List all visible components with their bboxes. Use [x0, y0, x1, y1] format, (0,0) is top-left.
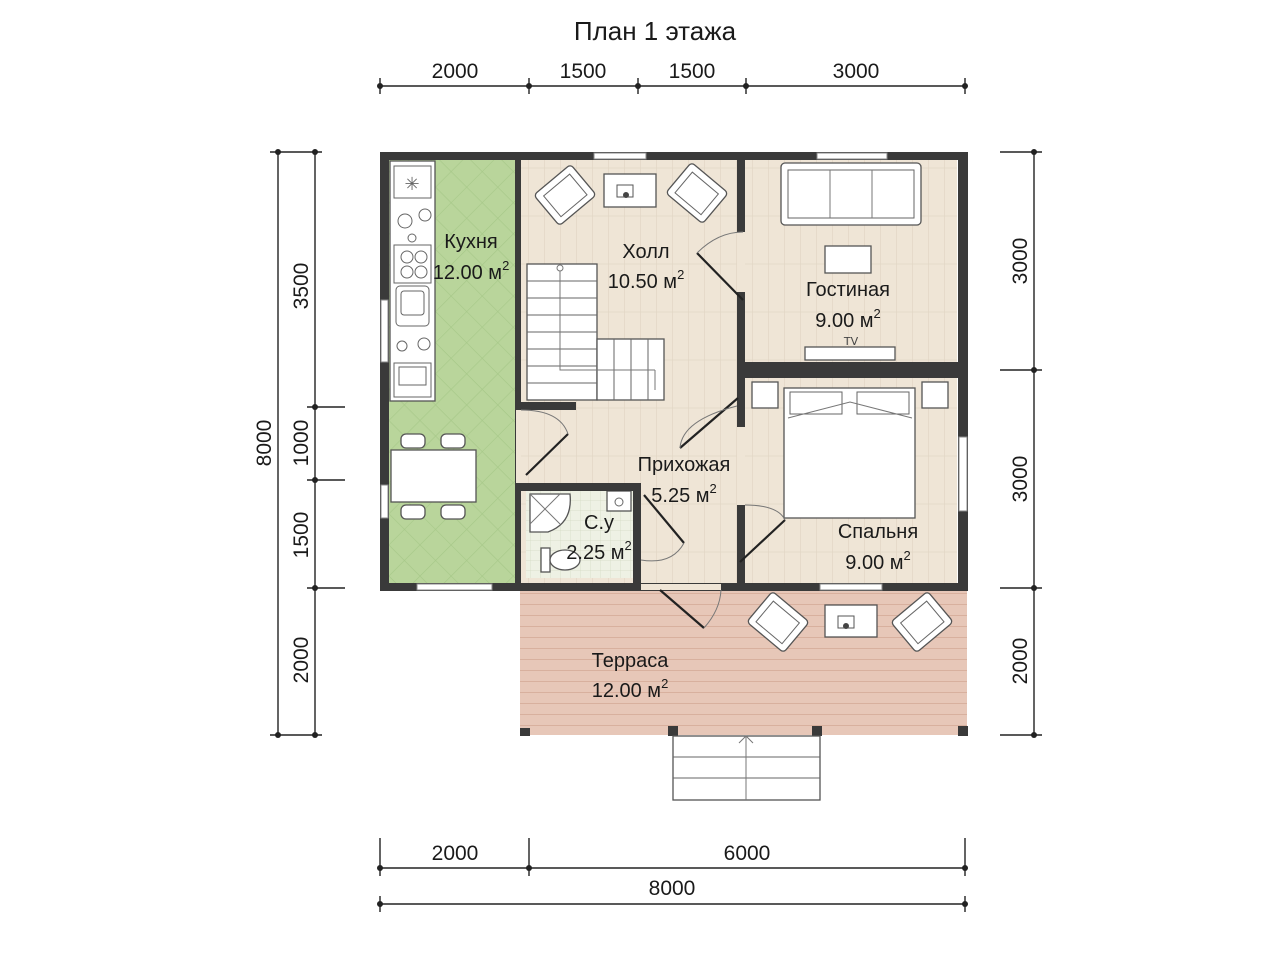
kitchen-name: Кухня [444, 231, 498, 253]
kitchen-area: 12.00 м2 [433, 258, 510, 284]
room-label-terrace: Терраса 12.00 м2 [592, 650, 670, 702]
entry-area: 5.25 м2 [651, 481, 716, 507]
bottom-segments-dimension-line: 2000 6000 [377, 838, 968, 876]
nightstand-left [751, 381, 779, 409]
room-label-bathroom: С.у 2.25 м2 [566, 512, 631, 564]
room-label-kitchen: Кухня 12.00 м2 [433, 231, 510, 284]
bathroom-name: С.у [584, 512, 614, 534]
hall-coffee-table [603, 173, 657, 208]
sink [606, 490, 632, 512]
dim-top-4: 3000 [833, 60, 880, 83]
dim-bottom-1: 2000 [432, 842, 479, 865]
dim-top-1: 2000 [432, 60, 479, 83]
dim-right-1: 3000 [1009, 238, 1032, 285]
bedroom-area: 9.00 м2 [845, 548, 910, 574]
room-label-hall: Холл 10.50 м2 [608, 241, 685, 293]
shower-cabin [529, 493, 571, 533]
hall-area: 10.50 м2 [608, 267, 685, 293]
dim-right-2: 3000 [1009, 456, 1032, 503]
doors [516, 231, 786, 629]
bedroom-name: Спальня [838, 521, 918, 543]
living-area: 9.00 м2 [815, 306, 880, 332]
sofa [780, 162, 922, 226]
bottom-total-dimension-line: 8000 [377, 877, 968, 912]
living-coffee-table [824, 245, 872, 274]
dining-table [390, 433, 477, 520]
hall-armchair-left [534, 165, 596, 225]
dim-left-4: 2000 [290, 637, 313, 684]
room-label-bedroom: Спальня 9.00 м2 [838, 521, 918, 574]
terrace-coffee-table [824, 604, 878, 638]
left-outer-dimension-line: 8000 [253, 149, 322, 738]
dim-left-2: 1000 [290, 420, 313, 467]
terrace-armchair-left [747, 592, 809, 652]
windows [380, 152, 968, 591]
svg-text:TV: TV [843, 335, 859, 348]
dim-top-3: 1500 [669, 60, 716, 83]
room-label-living: Гостиная 9.00 м2 [806, 279, 890, 332]
dim-left-3: 1500 [290, 512, 313, 559]
room-label-entry: Прихожая 5.25 м2 [638, 454, 731, 507]
plan-title: План 1 этажа [574, 16, 737, 46]
terrace-area: 12.00 м2 [592, 676, 669, 702]
terrace-floor [520, 590, 967, 735]
kitchen-counter: ✳ [389, 160, 436, 402]
living-name: Гостиная [806, 279, 890, 301]
hall-armchair-right [666, 163, 728, 223]
left-inner-dimension-line: 3500 1000 1500 2000 [290, 149, 345, 738]
bathroom-area: 2.25 м2 [566, 538, 631, 564]
dim-left-1: 3500 [290, 263, 313, 310]
top-dimension-line: 2000 1500 1500 3000 [377, 60, 968, 94]
right-dimension-line: 3000 3000 2000 [1000, 149, 1042, 738]
dim-bottom-2: 6000 [724, 842, 771, 865]
dim-right-3: 2000 [1009, 638, 1032, 685]
terrace-armchair-right [891, 592, 953, 652]
dim-bottom-total: 8000 [649, 877, 696, 900]
staircase [526, 263, 665, 401]
svg-text:✳: ✳ [404, 174, 419, 195]
dim-left-total: 8000 [253, 420, 276, 467]
nightstand-right [921, 381, 949, 409]
hall-name: Холл [622, 241, 669, 263]
dim-top-2: 1500 [560, 60, 607, 83]
entry-name: Прихожая [638, 454, 731, 476]
tv-stand: TV [804, 335, 896, 361]
toilet [540, 547, 581, 573]
double-bed [783, 387, 916, 519]
entrance-steps [672, 735, 821, 801]
terrace-name: Терраса [592, 650, 670, 672]
